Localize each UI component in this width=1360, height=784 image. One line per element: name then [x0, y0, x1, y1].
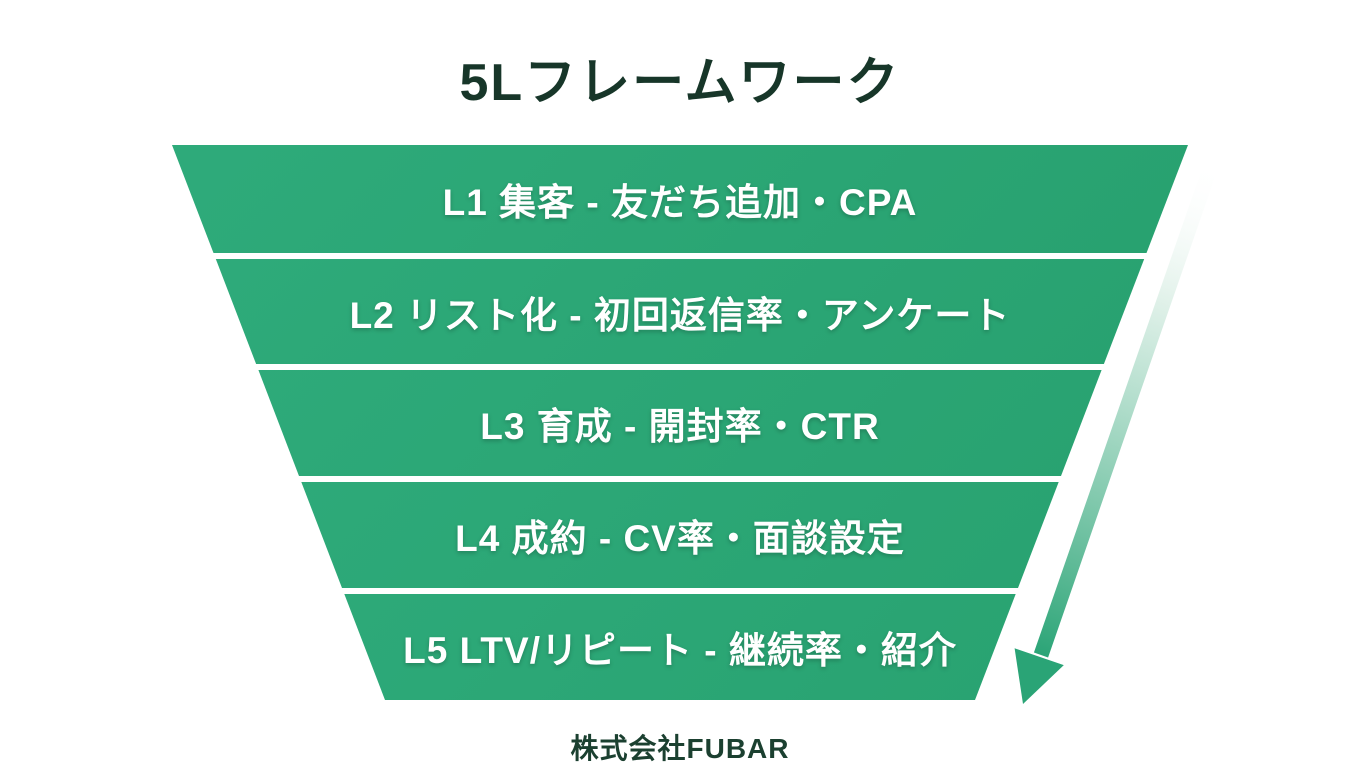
funnel-level-4-label: L4 成約 - CV率・面談設定: [455, 518, 905, 559]
funnel-level-3: L3 育成 - 開封率・CTR: [258, 370, 1102, 476]
funnel-level-2-label: L2 リスト化 - 初回返信率・アンケート: [349, 294, 1011, 336]
funnel-level-5: L5 LTV/リピート - 継続率・紹介: [344, 594, 1016, 700]
funnel-level-4: L4 成約 - CV率・面談設定: [301, 482, 1059, 588]
page-title: 5Lフレームワーク: [459, 54, 901, 112]
funnel-level-5-label: L5 LTV/リピート - 継続率・紹介: [403, 630, 957, 671]
funnel-level-2: L2 リスト化 - 初回返信率・アンケート: [215, 259, 1145, 364]
funnel-level-3-label: L3 育成 - 開封率・CTR: [480, 406, 880, 447]
company-name: 株式会社FUBAR: [570, 733, 790, 764]
funnel-level-1: L1 集客 - 友だち追加・CPA: [172, 145, 1188, 253]
funnel-level-1-label: L1 集客 - 友だち追加・CPA: [442, 182, 918, 223]
